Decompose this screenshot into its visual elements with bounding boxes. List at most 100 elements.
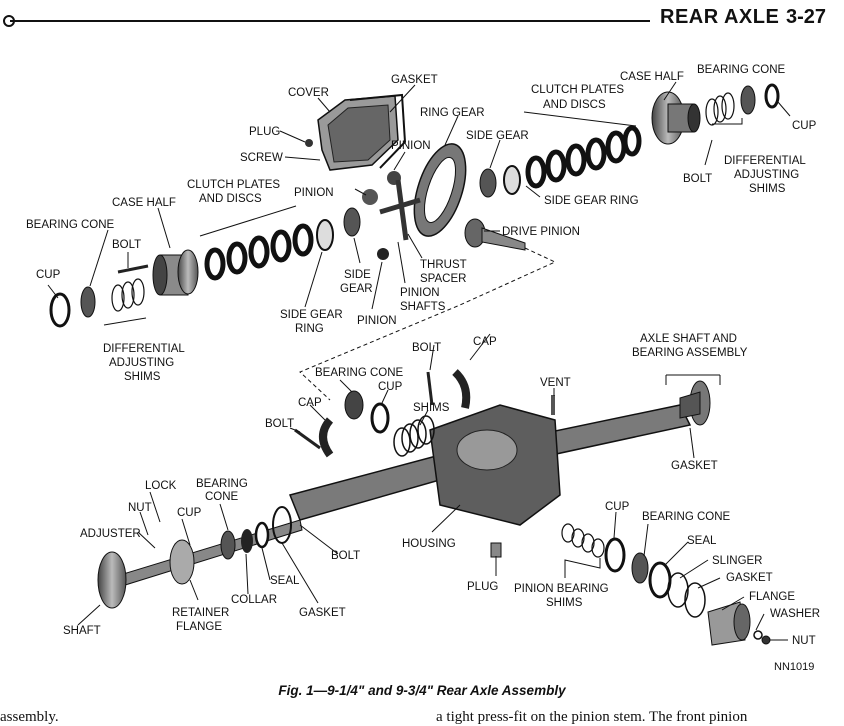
label-nut-right: NUT (792, 635, 816, 647)
label-nut-left: NUT (128, 502, 152, 514)
label-diff-shims-r-2: ADJUSTING (734, 169, 799, 181)
label-bearing-cone-low-1: BEARING (196, 478, 248, 490)
label-seal-low: SEAL (270, 575, 300, 587)
label-clutch-left-1: CLUTCH PLATES (187, 179, 280, 191)
gasket-top-part (349, 93, 407, 169)
label-side-gear-ring-top: SIDE GEAR RING (544, 195, 639, 207)
label-retainer-2: FLANGE (176, 621, 222, 633)
cup-mid-part (370, 402, 390, 434)
drive-pinion-part (464, 218, 526, 251)
cup-right-low-part (604, 537, 626, 573)
label-gasket-right-low: GASKET (726, 572, 773, 584)
seal-low-part (254, 521, 270, 549)
figure-id: NN1019 (774, 661, 814, 673)
label-pinion-shafts-2: SHAFTS (400, 301, 446, 313)
bolt-lower-part (294, 428, 321, 450)
ring-gear-part (413, 143, 467, 237)
clutch-plates-top-part (525, 125, 642, 189)
label-side-gear-mid-2: GEAR (340, 283, 373, 295)
cup-left-part (49, 292, 71, 328)
plug-top-part (305, 139, 313, 147)
label-bolt-low: BOLT (331, 550, 360, 562)
case-half-left-part (152, 249, 199, 296)
label-seal-right: SEAL (687, 535, 717, 547)
collar-part (241, 529, 253, 553)
label-gasket-low: GASKET (299, 607, 346, 619)
label-case-half-left: CASE HALF (112, 197, 176, 209)
side-gear-mid-part (343, 207, 361, 237)
label-collar: COLLAR (231, 594, 277, 606)
body-text-left: assembly. (0, 709, 59, 725)
label-cup-right-low: CUP (605, 501, 630, 513)
side-gear-ring-left-part (316, 219, 334, 251)
cap-top-part (452, 369, 471, 409)
side-gear-top-part (479, 168, 497, 198)
label-bearing-cone-low-2: CONE (205, 491, 239, 503)
label-side-gear-mid-1: SIDE (344, 269, 371, 281)
label-washer: WASHER (770, 608, 820, 620)
label-diff-shims-r-1: DIFFERENTIAL (724, 155, 806, 167)
label-pinion-shims-2: SHIMS (546, 597, 583, 609)
flange-part (707, 601, 751, 646)
leader-lines (47, 81, 791, 641)
diagram-labels: COVER GASKET PLUG SCREW PINION RING GEAR… (26, 64, 820, 673)
axle-shaft-assembly-part (679, 380, 711, 426)
washer-part (753, 630, 763, 640)
label-plug-top: PLUG (249, 126, 280, 138)
label-slinger: SLINGER (712, 555, 763, 567)
shims-mid-part (393, 415, 435, 457)
label-housing: HOUSING (402, 538, 456, 550)
bearing-cone-left-part (80, 286, 96, 318)
label-bearing-cone-left: BEARING CONE (26, 219, 115, 231)
label-side-gear-ring-l-1: SIDE GEAR (280, 309, 343, 321)
label-cup-top-right: CUP (792, 120, 817, 132)
plug-low-part (490, 542, 502, 558)
cover-part (317, 95, 399, 171)
slinger-part (667, 572, 689, 608)
retainer-flange-part (169, 539, 195, 585)
label-cap-left: CAP (298, 397, 322, 409)
label-adjuster: ADJUSTER (80, 528, 141, 540)
label-cup-left: CUP (36, 269, 61, 281)
label-shims-mid: SHIMS (413, 402, 450, 414)
cap-left-part (319, 417, 334, 458)
label-thrust-spacer-2: SPACER (420, 273, 466, 285)
nut-right-part (761, 635, 771, 645)
label-gasket-right: GASKET (671, 460, 718, 472)
label-clutch-top-1: CLUTCH PLATES (531, 84, 624, 96)
seal-right-part (648, 561, 672, 599)
label-axle-shaft-1: AXLE SHAFT AND (640, 333, 737, 345)
label-cover: COVER (288, 87, 329, 99)
label-bolt-lower: BOLT (265, 418, 294, 430)
clutch-plates-left-part (204, 223, 314, 281)
side-gear-ring-top-part (503, 165, 521, 195)
pinion-shaft-part (379, 179, 421, 241)
label-flange: FLANGE (749, 591, 795, 603)
label-diff-shims-l-3: SHIMS (124, 371, 161, 383)
label-diff-shims-l-1: DIFFERENTIAL (103, 343, 185, 355)
label-side-gear-top: SIDE GEAR (466, 130, 529, 142)
pinion-c-part (377, 248, 389, 260)
label-screw: SCREW (240, 152, 283, 164)
label-case-half-top: CASE HALF (620, 71, 684, 83)
label-axle-shaft-2: BEARING ASSEMBLY (632, 347, 748, 359)
label-bearing-cone-right-low: BEARING CONE (642, 511, 731, 523)
label-clutch-top-2: AND DISCS (543, 99, 606, 111)
diff-shims-right-part (705, 92, 735, 126)
label-diff-shims-l-2: ADJUSTING (109, 357, 174, 369)
cup-top-right-part (764, 83, 780, 109)
bolt-mid-part (426, 371, 434, 406)
label-pinion-shafts-1: PINION (400, 287, 440, 299)
pinion-bearing-shims-part (561, 523, 605, 558)
label-thrust-spacer-1: THRUST (420, 259, 467, 271)
label-lock: LOCK (145, 480, 177, 492)
centerline-dashed (299, 247, 557, 401)
label-pinion-c: PINION (357, 315, 397, 327)
label-pinion-b: PINION (294, 187, 334, 199)
gasket-right-low-part (684, 582, 706, 618)
label-bearing-cone-mid: BEARING CONE (315, 367, 404, 379)
label-plug-low: PLUG (467, 581, 498, 593)
label-shaft: SHAFT (63, 625, 101, 637)
page-number: 3-27 (786, 6, 827, 28)
label-bolt-mid: BOLT (412, 342, 441, 354)
